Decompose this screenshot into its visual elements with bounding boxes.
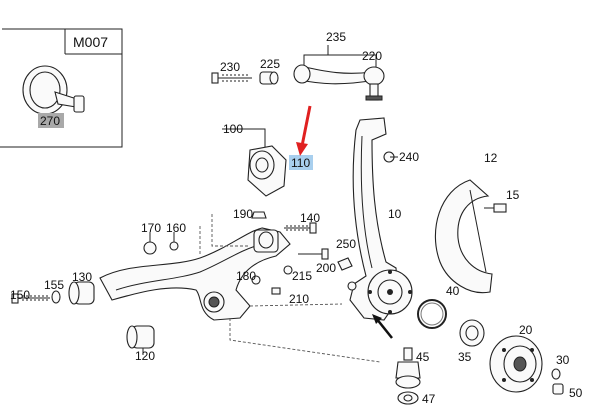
snap-ring <box>417 299 447 329</box>
inset-box: M007 270 <box>0 28 123 148</box>
label-130[interactable]: 130 <box>72 270 92 284</box>
label-235[interactable]: 235 <box>326 30 346 44</box>
label-150[interactable]: 150 <box>10 288 30 302</box>
label-180[interactable]: 180 <box>236 269 256 283</box>
label-225[interactable]: 225 <box>260 57 280 71</box>
hub-carrier <box>367 269 413 339</box>
dust-shield <box>434 179 507 294</box>
label-170[interactable]: 170 <box>141 221 161 235</box>
bushing-110-group <box>222 105 313 197</box>
label-140[interactable]: 140 <box>300 211 320 225</box>
label-160[interactable]: 160 <box>166 221 186 235</box>
cv-joint-illustration <box>22 65 85 115</box>
wheel-hub <box>489 335 564 395</box>
label-20[interactable]: 20 <box>519 323 533 337</box>
label-240[interactable]: 240 <box>399 150 419 164</box>
label-200[interactable]: 200 <box>316 261 336 275</box>
label-110-highlight <box>289 155 313 170</box>
label-30[interactable]: 30 <box>556 353 570 367</box>
black-pointer-head <box>372 314 382 324</box>
label-270[interactable]: 270 <box>40 114 60 128</box>
label-210[interactable]: 210 <box>289 292 309 306</box>
label-10[interactable]: 10 <box>388 207 402 221</box>
label-110[interactable]: 110 <box>291 156 310 170</box>
label-230[interactable]: 230 <box>220 60 240 74</box>
ball-joint <box>395 347 421 405</box>
steering-knuckle <box>347 117 399 321</box>
label-12[interactable]: 12 <box>484 151 498 165</box>
label-35[interactable]: 35 <box>458 350 472 364</box>
wheel-bearing <box>459 319 485 347</box>
label-270-highlight <box>38 113 64 128</box>
label-50[interactable]: 50 <box>569 386 583 400</box>
label-100[interactable]: 100 <box>223 122 243 136</box>
label-220[interactable]: 220 <box>362 49 382 63</box>
label-190[interactable]: 190 <box>233 207 253 221</box>
inset-code: M007 <box>73 34 108 50</box>
pointer-arrow-head <box>296 142 308 156</box>
label-40[interactable]: 40 <box>446 284 460 298</box>
label-155[interactable]: 155 <box>44 278 64 292</box>
lower-control-arm <box>11 211 381 363</box>
label-45[interactable]: 45 <box>416 350 430 364</box>
label-250[interactable]: 250 <box>336 237 356 251</box>
pointer-arrow <box>300 105 312 147</box>
label-15[interactable]: 15 <box>506 188 520 202</box>
label-120[interactable]: 120 <box>135 349 155 363</box>
label-47[interactable]: 47 <box>422 392 436 406</box>
upper-arm-group <box>211 45 385 101</box>
label-215[interactable]: 215 <box>292 269 312 283</box>
